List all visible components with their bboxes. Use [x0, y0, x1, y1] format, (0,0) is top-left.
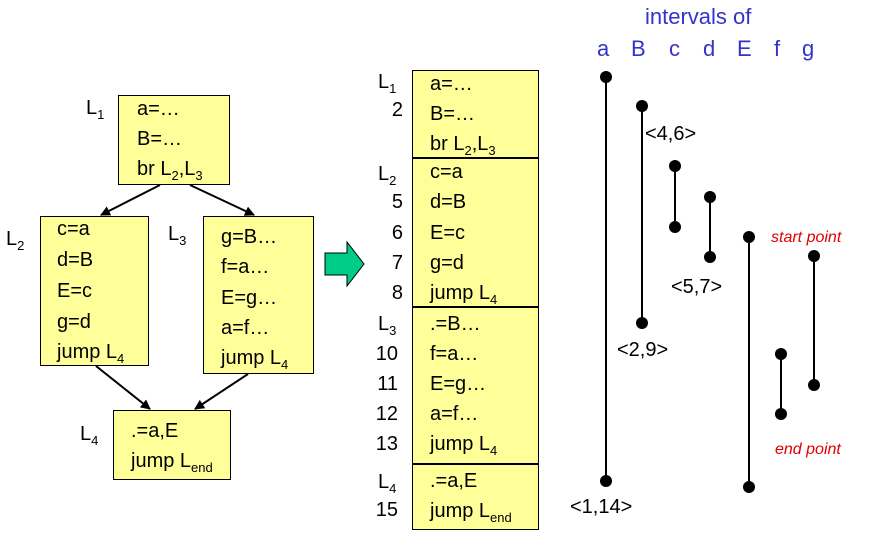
- linear-block-L3: [412, 307, 539, 464]
- cfg-L3-line-3: E=g…: [221, 287, 278, 309]
- var-d: d: [703, 36, 716, 61]
- cfg-L2-line-4: g=d: [57, 311, 91, 333]
- linear-L2-line-4: g=d: [430, 252, 464, 274]
- cfg-L1-branch: br L2,L3: [137, 158, 203, 183]
- line-number-6: 6: [391, 222, 403, 244]
- edge-L1-L3: [189, 184, 255, 216]
- linear-block-L4: [412, 464, 539, 530]
- linear-L3-line-1: .=B…: [430, 313, 481, 335]
- linear-label-L2: L2: [378, 163, 397, 188]
- cfg-block-L3: [203, 216, 314, 374]
- interval-d-start: [704, 191, 716, 203]
- linear-block-L1: [412, 70, 539, 158]
- cfg-L3-line-4: a=f…: [221, 317, 270, 339]
- var-B: B: [631, 36, 646, 61]
- cfg-L3-jump: jump L4: [221, 347, 289, 372]
- line-number-12: 12: [375, 403, 398, 425]
- cfg-label-L4: L4: [80, 423, 99, 448]
- linear-L4-jump: jump Lend: [430, 500, 512, 525]
- interval-label-d: <5,7>: [671, 276, 723, 298]
- edge-L2-L4: [95, 365, 151, 410]
- cfg-L2-line-3: E=c: [57, 280, 93, 302]
- var-a: a: [597, 36, 610, 61]
- line-number-11: 11: [377, 373, 398, 395]
- edge-L3-L4: [194, 373, 249, 410]
- linear-L2-line-1: c=a: [430, 161, 463, 183]
- linear-label-L3: L3: [378, 313, 397, 338]
- linear-L2-line-2: d=B: [430, 191, 467, 213]
- line-number-15: 15: [375, 499, 398, 521]
- line-number-2: 2: [391, 99, 403, 121]
- cfg-L4-line-1: .=a,E: [131, 420, 179, 442]
- cfg-label-L3: L3: [168, 223, 187, 248]
- line-number-8: 8: [391, 282, 403, 304]
- var-f: f: [774, 36, 781, 61]
- cfg-block-L4: [113, 410, 231, 480]
- interval-f-start: [775, 348, 787, 360]
- linear-L1-branch: br L2,L3: [430, 133, 496, 158]
- linear-L3-jump: jump L4: [430, 433, 498, 458]
- linear-L3-line-2: f=a…: [430, 343, 479, 365]
- cfg-L3-line-2: f=a…: [221, 256, 270, 278]
- interval-E-start: [743, 231, 755, 243]
- linear-block-L2: [412, 158, 539, 307]
- interval-f-end: [775, 408, 787, 420]
- interval-a-end: [600, 475, 612, 487]
- interval-d-end: [704, 251, 716, 263]
- var-g: g: [802, 36, 815, 61]
- interval-label-a: <1,14>: [570, 496, 633, 518]
- linear-L2-line-3: E=c: [430, 222, 466, 244]
- cfg-L4-jump: jump Lend: [131, 450, 213, 475]
- end-point-note: end point: [775, 441, 841, 458]
- linear-L1-line-1: a=…: [430, 73, 473, 95]
- interval-E-end: [743, 481, 755, 493]
- transform-arrow-icon: [324, 240, 365, 288]
- line-number-5: 5: [391, 191, 403, 213]
- cfg-L2-line-1: c=a: [57, 218, 90, 240]
- interval-g-end: [808, 379, 820, 391]
- start-point-note: start point: [771, 229, 842, 246]
- linear-label-L4: L4: [378, 471, 397, 496]
- line-number-10: 10: [375, 343, 398, 365]
- cfg-L1-line-2: B=…: [137, 128, 183, 150]
- cfg-L2-jump: jump L4: [57, 341, 125, 366]
- cfg-label-L1: L1: [86, 97, 105, 122]
- cfg-L3-line-1: g=B…: [221, 226, 278, 248]
- var-c: c: [669, 36, 680, 61]
- cfg-block-L1: [118, 95, 230, 185]
- linear-L3-line-4: a=f…: [430, 403, 479, 425]
- interval-B-end: [636, 317, 648, 329]
- linear-L4-line-1: .=a,E: [430, 470, 478, 492]
- var-E: E: [737, 36, 752, 61]
- line-number-7: 7: [391, 252, 403, 274]
- linear-L2-jump: jump L4: [430, 282, 498, 307]
- interval-label-c: <4,6>: [645, 123, 697, 145]
- cfg-L1-line-1: a=…: [137, 98, 180, 120]
- interval-label-B: <2,9>: [617, 339, 669, 361]
- linear-label-L1: L1: [378, 71, 397, 96]
- interval-c-start: [669, 160, 681, 172]
- edge-L1-L2: [100, 184, 161, 216]
- cfg-label-L2: L2: [6, 228, 25, 253]
- interval-B-start: [636, 100, 648, 112]
- interval-g-start: [808, 250, 820, 262]
- linear-L3-line-3: E=g…: [430, 373, 487, 395]
- intervals-title: intervals of: [645, 4, 752, 29]
- linear-L1-line-2: B=…: [430, 103, 476, 125]
- cfg-L2-line-2: d=B: [57, 249, 94, 271]
- interval-c-end: [669, 221, 681, 233]
- cfg-block-L2: [40, 216, 149, 366]
- line-number-13: 13: [375, 433, 398, 455]
- interval-a-start: [600, 71, 612, 83]
